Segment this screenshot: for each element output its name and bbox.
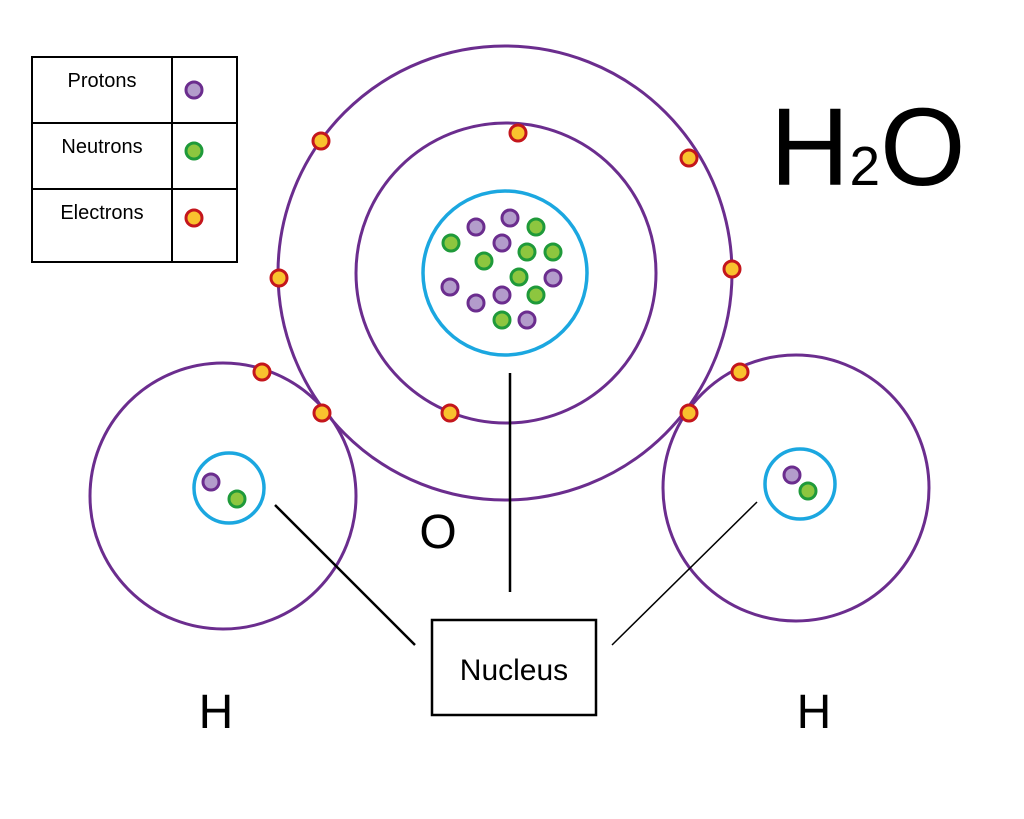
proton [466, 293, 486, 313]
pointer-line-right [611, 501, 758, 646]
electron [252, 362, 272, 382]
proton [543, 268, 563, 288]
neutron [227, 489, 247, 509]
oxygen-outer-shell [276, 44, 734, 502]
hydrogen-left-nucleus [192, 451, 266, 525]
formula-title: H2O [770, 86, 966, 209]
proton [492, 233, 512, 253]
neutron [526, 285, 546, 305]
electron [311, 131, 331, 151]
oxygen-inner-shell [354, 121, 658, 425]
hydrogen-right-nucleus [763, 447, 837, 521]
proton [782, 465, 802, 485]
proton [440, 277, 460, 297]
electron [679, 403, 699, 423]
hydrogen-right-label: H [797, 686, 832, 739]
proton [517, 310, 537, 330]
electron [269, 268, 289, 288]
electron [508, 123, 528, 143]
legend-label-neutrons: Neutrons [61, 136, 142, 158]
proton [466, 217, 486, 237]
electron [679, 148, 699, 168]
legend-table [31, 56, 238, 263]
electron [722, 259, 742, 279]
neutron [798, 481, 818, 501]
neutron [492, 310, 512, 330]
neutron [543, 242, 563, 262]
electron [312, 403, 332, 423]
neutron [509, 267, 529, 287]
electron [730, 362, 750, 382]
proton [500, 208, 520, 228]
neutron [441, 233, 461, 253]
nucleus-label-box [430, 618, 598, 717]
legend-neutron-icon [184, 141, 204, 161]
neutron [526, 217, 546, 237]
oxygen-nucleus [421, 189, 589, 357]
oxygen-label: O [419, 506, 456, 559]
legend-proton-icon [184, 80, 204, 100]
proton [201, 472, 221, 492]
electron [440, 403, 460, 423]
hydrogen-right-shell [661, 353, 931, 623]
pointer-line-left [274, 504, 416, 646]
proton [492, 285, 512, 305]
neutron [474, 251, 494, 271]
hydrogen-left-label: H [199, 686, 234, 739]
legend-electron-icon [184, 208, 204, 228]
neutron [517, 242, 537, 262]
legend-label-protons: Protons [68, 70, 137, 92]
nucleus-label: Nucleus [460, 654, 568, 687]
hydrogen-left-shell [88, 361, 358, 631]
legend-label-electrons: Electrons [60, 202, 143, 224]
